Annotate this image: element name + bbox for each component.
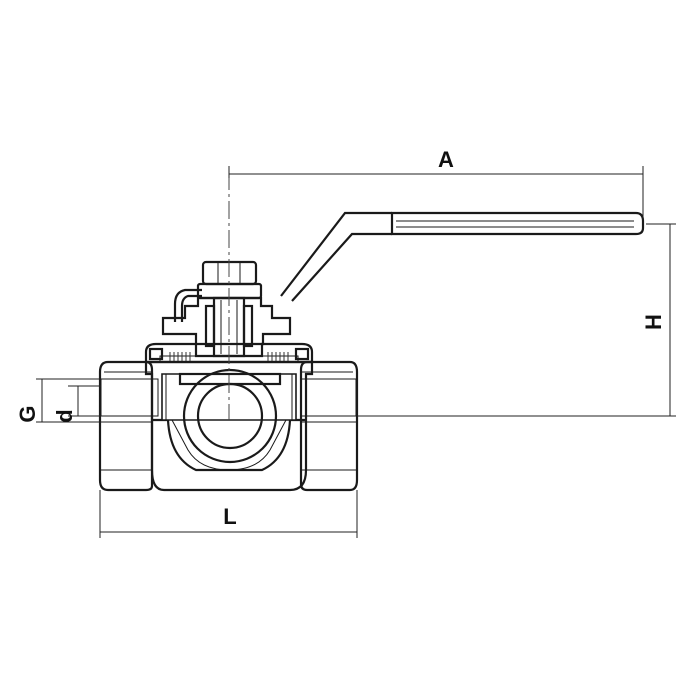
label-A: A [438, 147, 454, 172]
label-G: G [15, 405, 40, 422]
label-L: L [223, 504, 236, 529]
dimension-A: A [228, 147, 644, 220]
label-d: d [52, 409, 77, 422]
dimension-G: G [15, 378, 101, 423]
dimension-L: L [99, 490, 358, 538]
lever-handle [173, 211, 645, 322]
dimension-H: H [357, 223, 676, 417]
right-end-cap [299, 360, 359, 492]
valve-bonnet [144, 342, 314, 364]
ball [178, 368, 282, 464]
dimension-d: d [52, 385, 101, 423]
left-end-cap [98, 360, 159, 492]
label-H: H [641, 314, 666, 330]
